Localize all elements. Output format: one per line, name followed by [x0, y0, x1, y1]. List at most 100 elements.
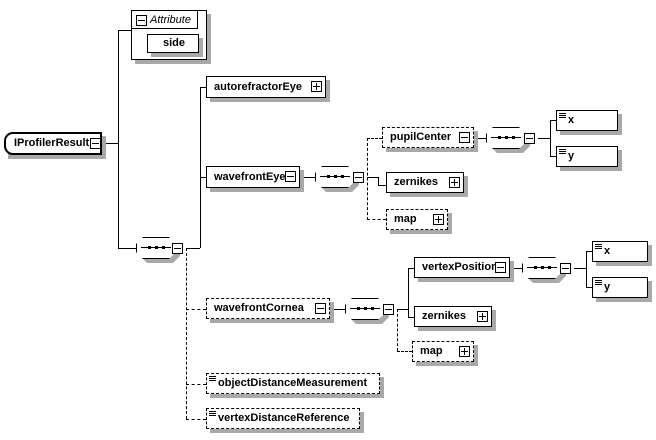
connector-to-x-eye: [550, 120, 556, 121]
wavefront-cornea-collapse-toggle[interactable]: [315, 302, 326, 314]
connector-to-vertex-position: [408, 268, 414, 269]
simple-type-icon: [559, 149, 566, 154]
root-sequence-toggle[interactable]: [172, 243, 183, 254]
element-map-cornea[interactable]: map: [412, 341, 474, 362]
connector-to-x-cornea: [586, 251, 592, 252]
connector-wf-eye-stub: [378, 177, 379, 185]
root-collapse-toggle[interactable]: [90, 138, 101, 149]
element-wavefront-eye[interactable]: wavefrontEye: [206, 166, 300, 188]
sequence-dots-icon: [148, 245, 165, 250]
element-wavefront-cornea[interactable]: wavefrontCornea: [206, 298, 330, 319]
wavefront-cornea-label: wavefrontCornea: [214, 302, 304, 314]
vertex-position-collapse-toggle[interactable]: [495, 261, 506, 273]
map-eye-expand-toggle[interactable]: [433, 213, 444, 225]
wavefront-eye-sequence-compositor[interactable]: [315, 166, 355, 188]
connector-to-y-eye: [550, 156, 556, 157]
sequence-dots-icon: [357, 306, 374, 311]
vertex-position-sequence-compositor[interactable]: [522, 257, 562, 279]
element-y-pupil-center[interactable]: y: [556, 146, 618, 167]
map-eye-label: map: [394, 213, 417, 225]
connector-wavefront-eye-out: [299, 177, 315, 178]
connector-to-map-cornea: [397, 351, 412, 352]
object-distance-measurement-label: objectDistanceMeasurement: [218, 377, 368, 389]
element-vertex-position[interactable]: vertexPosition: [414, 257, 510, 278]
zernikes-eye-expand-toggle[interactable]: [449, 176, 460, 188]
wavefront-eye-sequence-toggle[interactable]: [353, 172, 364, 183]
connector-wf-cornea-trunk: [408, 268, 409, 309]
connector-to-pupil-center: [367, 138, 382, 139]
root-element-iprofilerresult[interactable]: IProfilerResult: [4, 132, 102, 155]
connector-to-vertex-distance: [186, 419, 206, 420]
simple-type-icon: [595, 280, 602, 285]
x-vertex-position-label: x: [604, 245, 611, 257]
connector-to-autorefractor-eye: [200, 87, 206, 88]
connector-vertex-seq-out: [574, 268, 586, 269]
zernikes-eye-label: zernikes: [394, 176, 439, 188]
element-zernikes-eye[interactable]: zernikes: [386, 172, 464, 193]
connector-to-root-sequence: [118, 248, 136, 249]
connector-wf-eye-seq-out: [367, 177, 378, 178]
connector-root-trunk: [118, 30, 119, 249]
simple-type-icon: [209, 376, 216, 381]
connector-wavefront-cornea-out: [333, 309, 345, 310]
zernikes-cornea-label: zernikes: [422, 310, 467, 322]
vertex-distance-reference-label: vertexDistanceReference: [218, 412, 350, 424]
pupil-center-sequence-compositor[interactable]: [486, 127, 526, 149]
connector-wf-cornea-stub: [408, 309, 409, 317]
attribute-group-header[interactable]: Attribute: [131, 10, 198, 29]
connector-wf-eye-optional-trunk: [367, 138, 368, 220]
autorefractor-eye-expand-toggle[interactable]: [311, 81, 322, 92]
wavefront-eye-collapse-toggle[interactable]: [285, 171, 296, 182]
connector-to-y-cornea: [586, 287, 592, 288]
connector-to-wavefront-cornea: [186, 309, 206, 310]
element-x-vertex-position[interactable]: x: [592, 241, 648, 262]
attribute-group-title: Attribute: [150, 13, 191, 26]
attribute-group: Attribute side: [131, 10, 207, 60]
autorefractor-eye-label: autorefractorEye: [214, 80, 303, 93]
connector-optional-trunk: [186, 248, 187, 419]
zernikes-cornea-expand-toggle[interactable]: [477, 310, 488, 322]
root-element-label: IProfilerResult: [14, 137, 90, 149]
connector-pupil-seq-out: [538, 138, 550, 139]
pupil-center-sequence-toggle[interactable]: [524, 133, 535, 144]
connector-to-zernikes-eye: [378, 185, 386, 186]
element-autorefractor-eye[interactable]: autorefractorEye: [206, 76, 326, 98]
x-pupil-center-label: x: [568, 114, 575, 126]
sequence-dots-icon: [327, 174, 344, 179]
wavefront-cornea-sequence-compositor[interactable]: [345, 298, 385, 320]
element-object-distance-measurement[interactable]: objectDistanceMeasurement: [206, 373, 380, 394]
element-zernikes-cornea[interactable]: zernikes: [414, 306, 492, 327]
connector-to-attribute: [118, 30, 133, 31]
element-vertex-distance-reference[interactable]: vertexDistanceReference: [206, 408, 360, 429]
wavefront-cornea-sequence-toggle[interactable]: [383, 304, 394, 315]
attribute-side-label: side: [162, 37, 185, 49]
attribute-side[interactable]: side: [147, 34, 199, 53]
connector-root-out: [103, 143, 118, 144]
map-cornea-label: map: [420, 345, 443, 357]
connector-vertex-position-out: [510, 268, 522, 269]
element-x-pupil-center[interactable]: x: [556, 110, 618, 131]
connector-root-seq-out: [186, 248, 200, 249]
map-cornea-expand-toggle[interactable]: [459, 345, 470, 357]
connector-vertex-xy-trunk: [586, 251, 587, 287]
connector-pupil-center-out: [474, 138, 486, 139]
element-y-vertex-position[interactable]: y: [592, 277, 648, 298]
connector-to-zernikes-cornea: [408, 317, 414, 318]
attribute-collapse-toggle[interactable]: [136, 15, 147, 26]
y-pupil-center-label: y: [568, 150, 575, 162]
pupil-center-label: pupilCenter: [390, 131, 452, 143]
pupil-center-collapse-toggle[interactable]: [459, 131, 470, 143]
element-map-eye[interactable]: map: [386, 209, 448, 230]
sequence-dots-icon: [498, 135, 515, 140]
root-sequence-compositor[interactable]: [136, 237, 176, 259]
connector-to-object-distance: [186, 384, 206, 385]
connector-to-map-eye: [367, 219, 386, 220]
sequence-dots-icon: [534, 265, 551, 270]
simple-type-icon: [209, 411, 216, 416]
y-vertex-position-label: y: [604, 281, 611, 293]
vertex-position-label: vertexPosition: [422, 261, 498, 273]
element-pupil-center[interactable]: pupilCenter: [382, 127, 474, 148]
vertex-position-sequence-toggle[interactable]: [560, 263, 571, 274]
connector-children-trunk: [200, 87, 201, 248]
